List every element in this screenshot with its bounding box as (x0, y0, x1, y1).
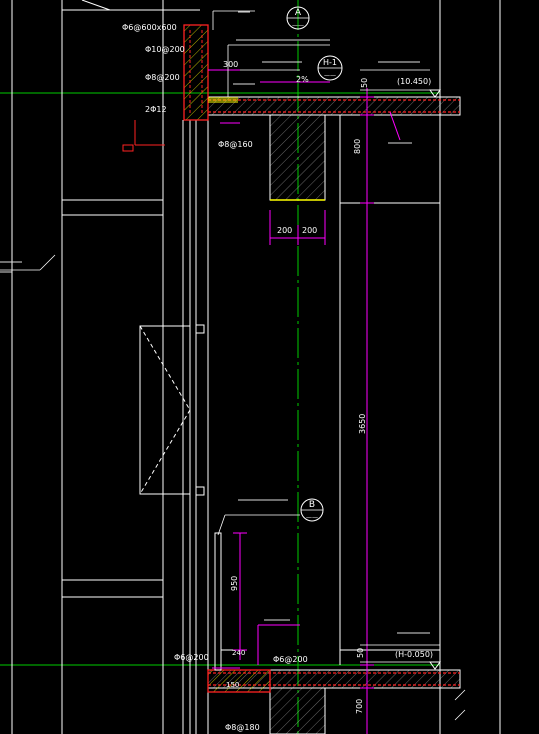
top-parapet (183, 24, 238, 121)
glass-curtain-wall (182, 120, 209, 734)
slope-label: 2% (296, 75, 309, 84)
dim-950: 950 (230, 576, 239, 591)
rebar-label-bot-bar2: Φ6@200 (273, 655, 308, 664)
red-marker (122, 120, 165, 152)
dim-50-bottom: 50 (356, 648, 365, 658)
rebar-label-bot-bar1: Φ6@200 (174, 653, 209, 662)
callout-H1-sub: —— (324, 72, 336, 79)
dim-700: 700 (355, 699, 364, 714)
dim-50-top: 50 (360, 78, 369, 88)
rebar-label-top-bar1: Φ10@200 (145, 45, 185, 54)
rebar-label-bot-bar3: Φ8@180 (225, 723, 260, 732)
dimension-lines (208, 69, 401, 734)
dimension-texts: 300 50 800 200 200 3650 950 50 700 150 2… (223, 60, 369, 714)
elevation-bottom: (H-0.050) (395, 650, 433, 659)
callout-A-letter: A (295, 8, 302, 18)
dim-3650: 3650 (358, 414, 367, 434)
rebar-label-top-bar3: 2Φ12 (145, 105, 167, 114)
leader-lines (0, 10, 466, 721)
callout-A-sub: —— (292, 22, 304, 29)
elevation-markers (429, 89, 441, 670)
elevation-top: (10.450) (397, 77, 431, 86)
rebar-label-top-bar4: Φ8@160 (218, 140, 253, 149)
rebar-label-top-bar2: Φ8@200 (145, 73, 180, 82)
callout-A: A —— (286, 6, 310, 30)
top-slab-rebar (208, 99, 460, 113)
callout-B-letter: B (309, 500, 315, 510)
right-building-lines (339, 0, 501, 734)
rebar-label-top-size: Φ6@600x600 (122, 23, 177, 32)
elevation-labels: (10.450) (H-0.050) 2% (296, 75, 433, 659)
annotation-notes (0, 11, 430, 634)
callout-B: B —— (300, 498, 324, 522)
callout-H1: H-1 —— (317, 55, 343, 81)
dim-800: 800 (353, 139, 362, 154)
callout-B-sub: —— (306, 514, 318, 521)
dim-300: 300 (223, 60, 238, 69)
dim-150: 150 (226, 681, 239, 689)
callout-H1-letter: H-1 (323, 58, 337, 67)
bottom-slab-rebar (208, 672, 460, 686)
dim-240: 240 (232, 649, 245, 657)
left-wall-structure (11, 0, 200, 734)
bottom-floor-slab (207, 669, 461, 734)
dim-200-b: 200 (302, 226, 317, 235)
rebar-labels: Φ6@600x600 Φ10@200 Φ8@200 2Φ12 Φ8@160 Φ6… (122, 23, 308, 732)
dim-200-a: 200 (277, 226, 292, 235)
